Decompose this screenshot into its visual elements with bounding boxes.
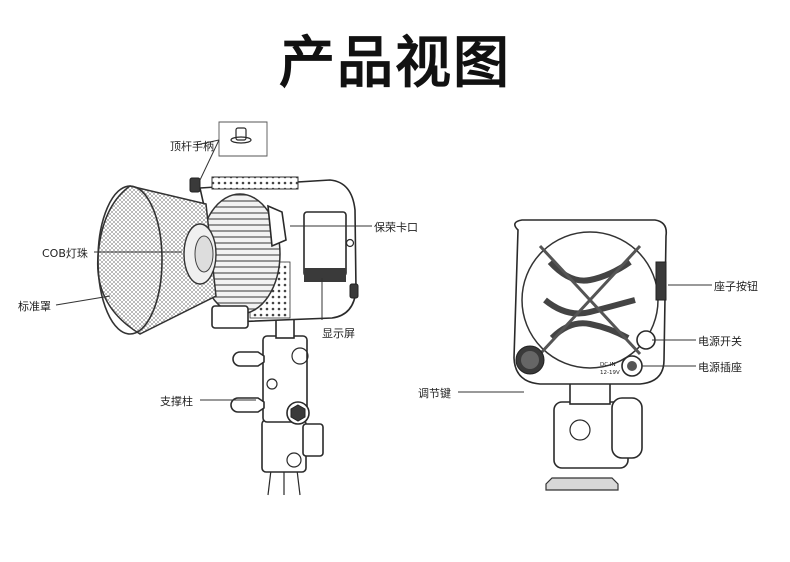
label-display: 显示屏 <box>322 327 355 340</box>
rear-knob <box>611 397 643 459</box>
bayonet-lock <box>267 204 287 248</box>
top-handle <box>189 177 201 193</box>
callout-lines <box>55 139 712 401</box>
rear-t-handle <box>545 477 619 491</box>
label-power-socket: 电源插座 <box>698 361 742 374</box>
dc-in-text: DC IN <box>600 362 616 368</box>
page-title: 产品视图 <box>279 31 511 96</box>
label-seat-button: 座子按钮 <box>714 280 758 293</box>
t-handle-lower <box>230 397 265 413</box>
label-top-handle: 顶杆手柄 <box>170 140 214 153</box>
label-adjust-knob: 调节键 <box>418 387 451 400</box>
left-light-side-view <box>96 121 359 496</box>
t-handle-upper <box>232 351 265 367</box>
seat-button <box>655 261 667 301</box>
label-reflector: 标准罩 <box>18 300 51 313</box>
label-cob-bead: COB灯珠 <box>42 247 88 260</box>
right-light-rear-view <box>513 219 668 491</box>
voltage-text: 12-19V <box>600 370 620 376</box>
label-bayonet: 保荣卡口 <box>374 221 418 234</box>
label-power-switch: 电源开关 <box>698 335 742 348</box>
label-support-pole: 支撑柱 <box>160 395 193 408</box>
display-screen <box>303 211 347 277</box>
